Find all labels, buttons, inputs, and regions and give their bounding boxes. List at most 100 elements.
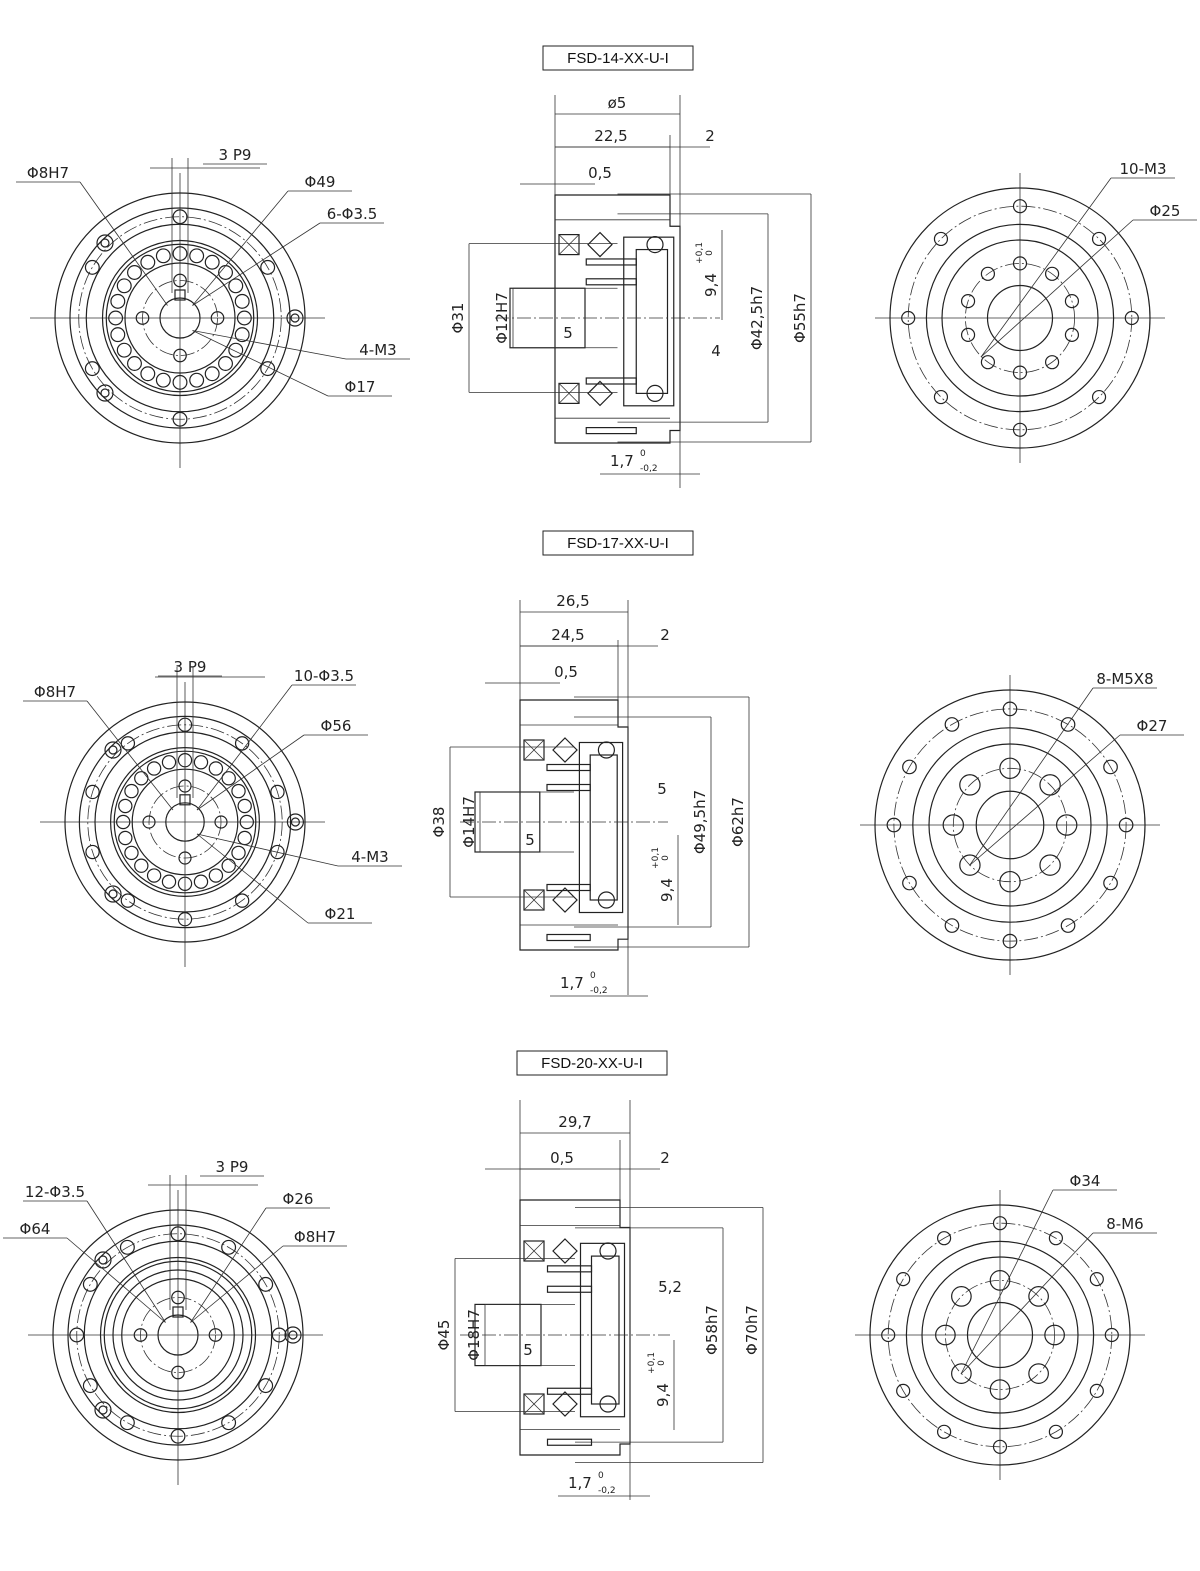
cross-roller [587, 380, 613, 407]
screw-head [288, 1330, 298, 1340]
mounting-hole [1060, 717, 1076, 732]
bolt-circle [78, 216, 282, 420]
bolt [546, 1387, 593, 1395]
dimension-label: 5,2 [658, 1278, 682, 1296]
roller [118, 798, 133, 814]
dimension-label: ø5 [608, 94, 627, 112]
dimension-label: Φ26 [283, 1190, 314, 1208]
screw-head [108, 889, 118, 899]
mounting-hole [1060, 918, 1076, 933]
dimension-label: +0,1 [651, 847, 661, 869]
threaded-hole [171, 1365, 185, 1380]
threaded-hole [960, 327, 976, 342]
roller [118, 830, 133, 846]
dimension-label: 6-Φ3.5 [327, 205, 378, 223]
mounting-hole [901, 310, 916, 326]
roller [127, 356, 142, 371]
flange-ring [941, 239, 1099, 397]
mounting-hole [82, 1276, 98, 1292]
threaded-hole [942, 814, 965, 836]
dimension-label: Φ58h7 [703, 1305, 721, 1355]
dimension-label: 22,5 [594, 127, 627, 145]
roller [110, 327, 126, 343]
mounting-hole [1091, 231, 1107, 247]
roller [237, 798, 252, 814]
dimension-label: 0 [657, 1360, 667, 1366]
section-2: FSD-17-XX-U-I3 P9Φ8H710-Φ3.5Φ564-M3Φ2126… [23, 530, 1184, 997]
leader-line [66, 1237, 166, 1323]
bolt [546, 883, 591, 892]
dimension-label: Φ56 [321, 717, 352, 735]
dimension-label: Φ62h7 [729, 797, 747, 847]
bolt [546, 1265, 593, 1273]
ball-bearing [646, 236, 664, 254]
roller [108, 310, 124, 326]
roller [155, 248, 171, 264]
dimension-label: 1,7 [610, 452, 634, 470]
roller [172, 246, 188, 262]
leader-line [196, 734, 305, 811]
model-title: FSD-17-XX-U-I [567, 535, 669, 552]
seal-line [523, 1393, 545, 1415]
threaded-hole [1039, 774, 1061, 796]
mounting-hole [82, 1378, 98, 1394]
mounting-hole [221, 1239, 237, 1255]
threaded-hole [208, 1328, 223, 1342]
roller [115, 814, 131, 830]
dimension-label: Φ49,5h7 [691, 790, 709, 854]
mounting-hole [1118, 817, 1134, 833]
roller [228, 342, 244, 358]
seal [523, 739, 545, 761]
bearing-outer-ring [99, 1256, 257, 1414]
flange-ring [83, 1240, 273, 1430]
flange-ring [921, 1256, 1079, 1414]
roller [124, 783, 139, 799]
mounting-hole [119, 1415, 135, 1431]
leader-line [86, 1200, 166, 1323]
flange-ring [78, 715, 292, 929]
roller [189, 248, 205, 264]
roller [110, 293, 126, 309]
flange-ring [85, 223, 275, 413]
thread-circle [148, 785, 222, 859]
roller [124, 845, 139, 861]
dimension-label: Φ38 [430, 807, 448, 838]
roller [116, 278, 132, 294]
bore [165, 802, 205, 842]
roller [116, 342, 132, 358]
flange-ring [69, 207, 291, 429]
seal-line [523, 1240, 545, 1262]
dimension-label: Φ55h7 [791, 293, 809, 343]
bolt [546, 783, 591, 792]
bolt-circle [87, 724, 283, 920]
roller [228, 278, 244, 294]
threaded-hole [960, 294, 976, 309]
threaded-hole [214, 815, 228, 829]
bolt [546, 933, 591, 942]
bolt [585, 258, 637, 266]
mounting-hole [271, 1327, 287, 1343]
seal [523, 889, 545, 911]
seal-line [523, 889, 545, 911]
mounting-hole [1089, 1271, 1104, 1287]
threaded-hole [951, 1363, 972, 1384]
screw-head [96, 234, 114, 252]
seal [558, 234, 580, 256]
leader-line [79, 181, 168, 306]
seal-line [523, 739, 545, 761]
mounting-hole [84, 259, 100, 275]
cross-roller [552, 887, 578, 913]
dimension-label: +0,1 [695, 242, 705, 264]
dimension-label: Φ64 [20, 1220, 51, 1238]
threaded-hole [1055, 814, 1078, 836]
screw-head [100, 388, 110, 398]
leader-line [192, 330, 347, 360]
dimension-label: 12-Φ3.5 [25, 1183, 85, 1201]
screw-head [104, 885, 122, 903]
